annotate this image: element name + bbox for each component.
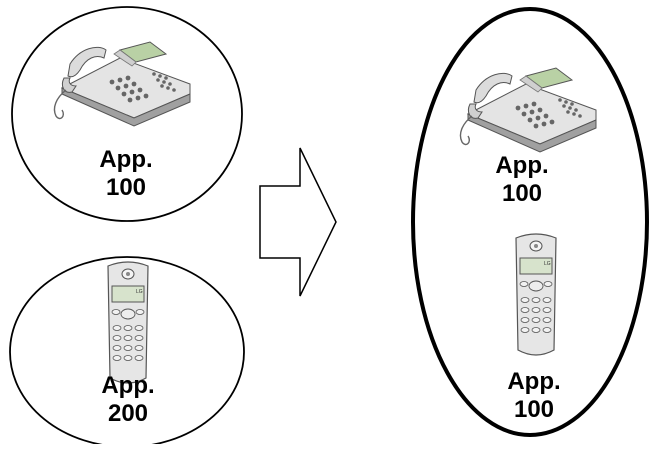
label-line-number: 100 — [513, 396, 555, 423]
transition-arrow — [259, 147, 337, 297]
label-line-app: App. — [495, 152, 549, 179]
before-desk-label: App. 100 — [66, 146, 186, 202]
after-handset-label: App. 100 — [474, 368, 594, 424]
label-line-number: 200 — [107, 400, 149, 427]
label-line-number: 100 — [105, 174, 147, 201]
label-line-app: App. — [101, 372, 155, 399]
cordless-handset-icon — [107, 261, 149, 384]
label-line-app: App. — [507, 368, 561, 395]
after-desk-label: App. 100 — [462, 152, 582, 208]
label-line-number: 100 — [501, 180, 543, 207]
label-line-app: App. — [99, 146, 153, 173]
before-handset-label: App. 200 — [68, 372, 188, 428]
cordless-handset-icon — [515, 233, 557, 356]
